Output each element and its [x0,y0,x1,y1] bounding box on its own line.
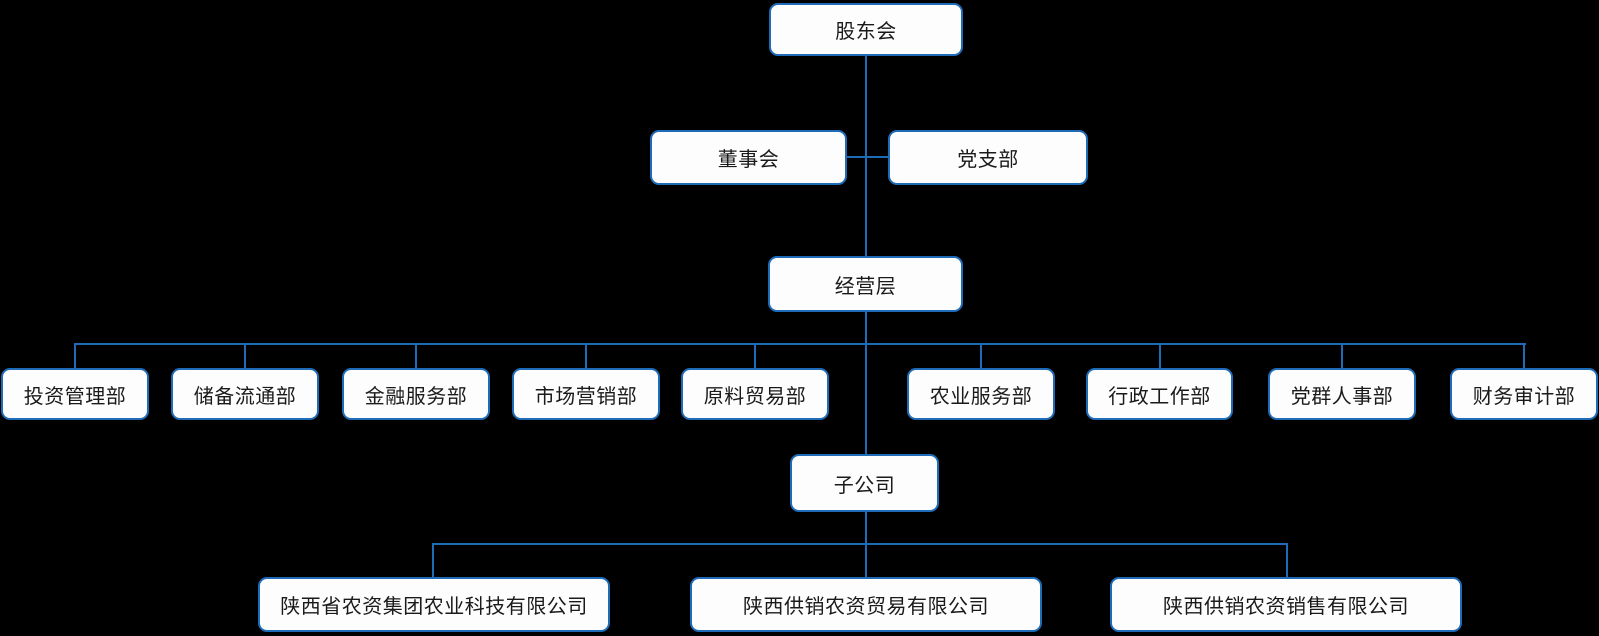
node-board-of-directors-label: 董事会 [717,149,780,171]
node-subsidiary-trade-co: 陕西供销农资贸易有限公司 [690,577,1042,632]
node-board-of-directors: 董事会 [650,130,847,185]
connector-drop-dept-5 [754,344,756,368]
connector-drop-dept-3 [415,344,417,368]
connector-drop-dept-6 [980,344,982,368]
connector-drop-dept-9 [1523,344,1525,368]
node-dept-label: 市场营销部 [534,385,638,408]
node-subsidiary-label: 陕西供销农资贸易有限公司 [743,596,989,618]
node-dept-label: 储备流通部 [193,385,297,408]
connector-drop-subsidiary-3 [1286,544,1288,577]
node-dept-label: 原料贸易部 [703,385,807,408]
node-dept-reserve-circulation: 储备流通部 [171,368,319,420]
node-subsidiary-label: 陕西省农资集团农业科技有限公司 [280,596,588,618]
node-management-level: 经营层 [768,256,963,312]
node-dept-investment-management: 投资管理部 [1,368,149,420]
node-subsidiary-group-label: 子公司 [833,474,896,497]
node-dept-administrative-work: 行政工作部 [1086,368,1233,420]
node-party-branch: 党支部 [888,130,1088,185]
connector-subsidiary-group-to-rail [865,512,867,543]
node-dept-finance-audit: 财务审计部 [1450,368,1598,420]
connector-drop-dept-1 [74,344,76,368]
node-dept-marketing: 市场营销部 [512,368,660,420]
node-dept-label: 投资管理部 [23,385,127,408]
node-dept-party-mass-personnel: 党群人事部 [1268,368,1416,420]
connector-drop-dept-7 [1159,344,1161,368]
node-management-level-label: 经营层 [834,275,897,298]
node-dept-financial-services: 金融服务部 [342,368,490,420]
node-shareholders-meeting: 股东会 [769,3,963,56]
node-dept-label: 金融服务部 [364,385,468,408]
node-dept-label: 党群人事部 [1290,385,1394,408]
connector-drop-subsidiary-1 [432,544,434,577]
node-subsidiary-group: 子公司 [790,454,939,512]
connector-drop-subsidiary-2 [865,544,867,577]
connector-drop-dept-2 [244,344,246,368]
node-dept-agricultural-services: 农业服务部 [907,368,1055,420]
node-shareholders-meeting-label: 股东会 [835,21,897,43]
node-party-branch-label: 党支部 [957,149,1019,171]
connector-drop-dept-8 [1341,344,1343,368]
node-subsidiary-sales-co: 陕西供销农资销售有限公司 [1110,577,1462,632]
node-dept-raw-material-trade: 原料贸易部 [681,368,829,420]
connector-subsidiary-rail [432,543,1288,545]
node-dept-label: 农业服务部 [929,385,1033,408]
connector-board-party [847,156,888,158]
node-subsidiary-agri-tech-co: 陕西省农资集团农业科技有限公司 [258,577,610,632]
node-subsidiary-label: 陕西供销农资销售有限公司 [1163,596,1409,618]
connector-drop-dept-4 [585,344,587,368]
connector-department-rail [74,343,1526,345]
node-dept-label: 行政工作部 [1108,385,1211,408]
node-dept-label: 财务审计部 [1472,385,1576,408]
connector-management-to-subsidiary-group [865,312,867,454]
